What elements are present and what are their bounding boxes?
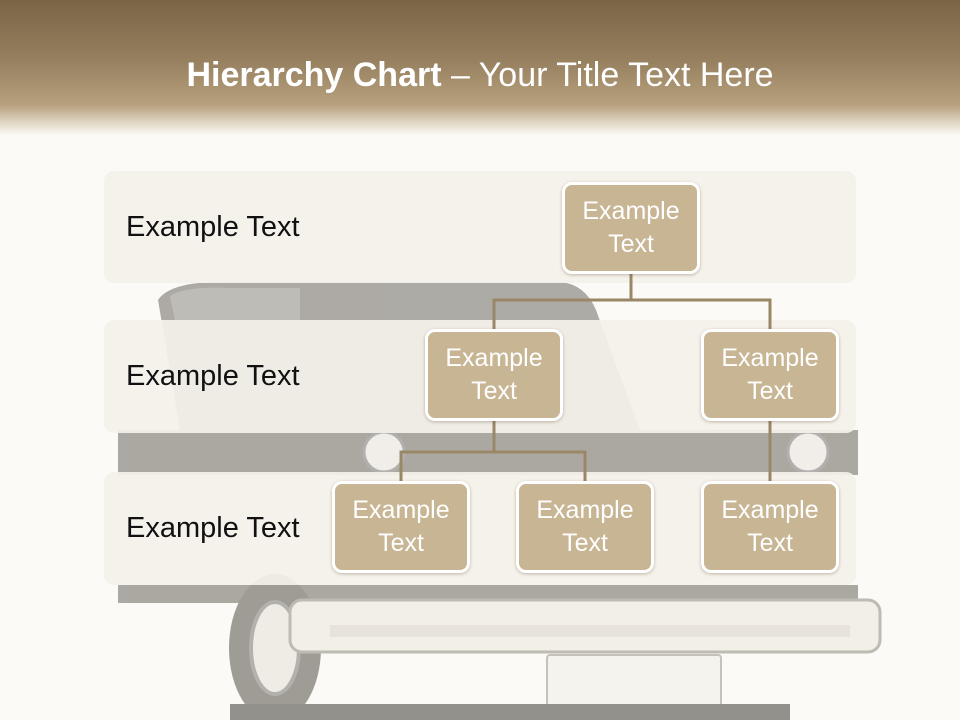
title-bold: Hierarchy Chart: [186, 56, 442, 94]
hierarchy-node-level3-2[interactable]: Example Text: [516, 481, 654, 573]
hierarchy-node-root[interactable]: Example Text: [562, 182, 700, 274]
level-label-1: Example Text: [126, 210, 300, 243]
node-text: Example Text: [721, 496, 819, 557]
hierarchy-node-level3-3[interactable]: Example Text: [701, 481, 839, 573]
connector-left-to-level3: [399, 421, 587, 481]
hierarchy-node-level2-left[interactable]: Example Text: [425, 329, 563, 421]
level-band-1: Example Text: [104, 171, 856, 283]
title-rest: – Your Title Text Here: [441, 56, 774, 94]
slide-title: Hierarchy Chart – Your Title Text Here: [0, 52, 960, 98]
hierarchy-node-level2-right[interactable]: Example Text: [701, 329, 839, 421]
header-band: [0, 0, 960, 135]
level-label-3: Example Text: [126, 512, 300, 544]
connector-root-to-level2: [492, 274, 772, 329]
node-text: Example Text: [721, 344, 819, 405]
level-label-2: Example Text: [126, 360, 300, 392]
node-text: Example Text: [352, 496, 450, 557]
node-text: Example Text: [582, 197, 680, 258]
hierarchy-node-level3-1[interactable]: Example Text: [332, 481, 470, 573]
node-text: Example Text: [536, 496, 634, 557]
node-text: Example Text: [445, 344, 543, 405]
